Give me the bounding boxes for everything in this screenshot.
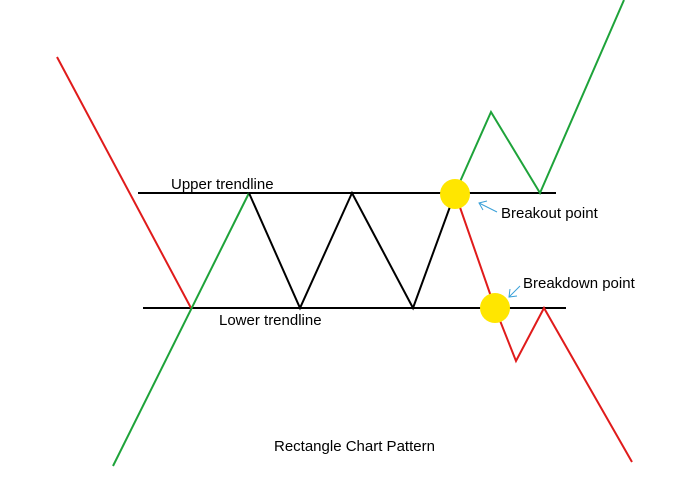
breakdown-marker [480,293,510,323]
bearish-entry-line [56,56,192,309]
upper-trendline-label: Upper trendline [171,176,274,193]
breakout-path [454,0,625,196]
consolidation-zigzag [248,190,456,311]
diagram-caption: Rectangle Chart Pattern [274,438,435,455]
breakout-point-label: Breakout point [501,205,599,222]
breakdown-path [454,192,633,463]
breakdown-point-label: Breakdown point [523,275,636,292]
lower-trendline-label: Lower trendline [219,312,322,329]
breakout-arrow [478,200,498,213]
bullish-entry-line [112,192,250,467]
breakout-marker [440,179,470,209]
breakdown-arrow [508,285,521,298]
